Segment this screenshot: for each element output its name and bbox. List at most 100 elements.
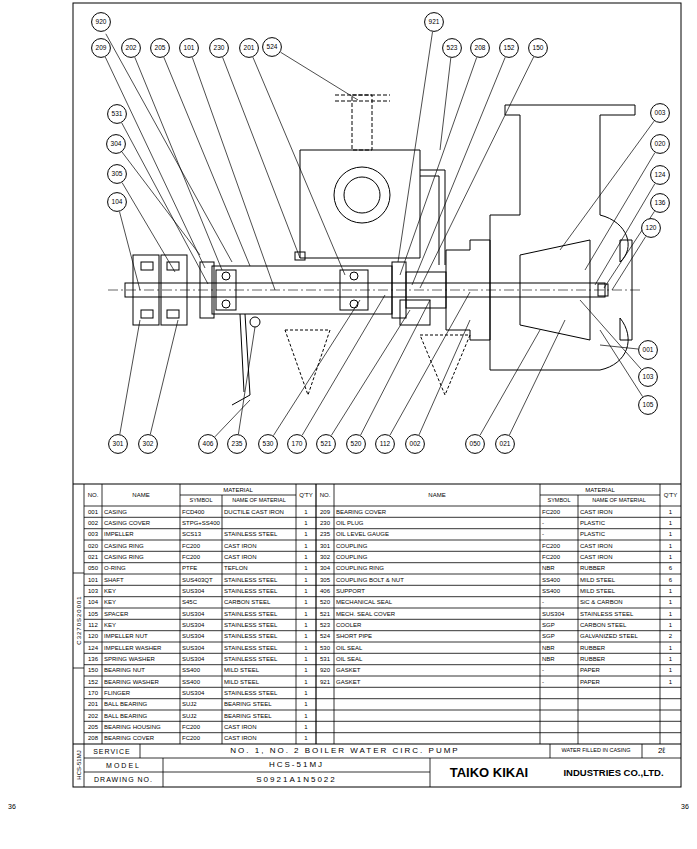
- callout-outline: [651, 194, 670, 213]
- table-cell: 003: [84, 529, 102, 540]
- table-cell: 209: [320, 509, 330, 515]
- pump-section: [232, 314, 250, 405]
- table-cell: MILD STEEL: [580, 588, 615, 594]
- table-cell: FLINGER: [102, 687, 180, 698]
- table-cell: STAINLESS STEEL: [224, 577, 277, 583]
- parts-table-grid: [163, 758, 164, 787]
- table-cell: 921: [316, 676, 334, 687]
- table-cell: 304: [316, 563, 334, 574]
- table-header: NAME OF MATERIAL: [232, 498, 286, 504]
- callout-circle: 003: [650, 103, 670, 123]
- leader-lines: [419, 320, 470, 435]
- table-cell: 1: [669, 667, 672, 673]
- table-header: SYMBOL: [180, 495, 222, 506]
- table-cell: PLASTIC: [578, 529, 660, 540]
- table-cell: SS400: [540, 574, 578, 585]
- pump-section: [141, 310, 153, 318]
- table-cell: 208: [84, 733, 102, 744]
- callout-number: 230: [214, 45, 225, 52]
- table-cell: PAPER: [580, 667, 600, 673]
- company-name: INDUSTRIES CO.,LTD.: [546, 758, 681, 787]
- leader-lines: [273, 300, 360, 436]
- callout-outline: [496, 435, 515, 454]
- callout-outline: [122, 39, 141, 58]
- table-cell: COUPLING BOLT & NUT: [336, 577, 404, 583]
- callout-number: 120: [646, 225, 657, 232]
- table-cell: SS400: [182, 667, 200, 673]
- table-cell: TEFLON: [222, 563, 296, 574]
- table-cell: STAINLESS STEEL: [222, 619, 296, 630]
- table-cell: 1: [669, 531, 672, 537]
- leader-lines: [400, 57, 477, 275]
- pump-section: [108, 95, 642, 405]
- table-cell: SHAFT: [104, 577, 124, 583]
- callout-outline: [347, 435, 366, 454]
- leader-lines: [390, 292, 470, 435]
- table-cell: STAINLESS STEEL: [224, 622, 277, 628]
- table-cell: CASING RING: [104, 554, 144, 560]
- callout-outline: [651, 104, 670, 123]
- parts-table-grid: [84, 517, 681, 518]
- table-cell: KEY: [102, 597, 180, 608]
- table-cell: CAST IRON: [578, 506, 660, 517]
- table-cell: BEARING STEEL: [222, 699, 296, 710]
- table-cell: BEARING NUT: [104, 667, 145, 673]
- table-cell: 001: [88, 509, 98, 515]
- sheet-frame: [73, 3, 681, 787]
- table-cell: SPRING WASHER: [102, 653, 180, 664]
- table-cell: IMPELLER WASHER: [102, 642, 180, 653]
- callout-outline: [108, 105, 127, 124]
- table-cell: IMPELLER: [102, 529, 180, 540]
- table-cell: -: [542, 667, 544, 673]
- callout-number: 104: [112, 199, 123, 206]
- revision-mark: C3270S20001: [76, 595, 82, 644]
- leader-lines: [122, 183, 175, 272]
- table-cell: 1: [669, 509, 672, 515]
- callout-number: 020: [655, 141, 666, 148]
- table-cell: 1: [304, 713, 307, 719]
- table-cell: GALVANIZED STEEL: [580, 633, 638, 639]
- title-block-cell: DRAWING NO.: [94, 776, 153, 783]
- callout-circle: 524: [262, 37, 282, 57]
- table-cell: SGP: [540, 631, 578, 642]
- title-block-cell: 2ℓ: [658, 747, 665, 755]
- table-cell: 530: [320, 645, 330, 651]
- table-cell: STAINLESS STEEL: [222, 642, 296, 653]
- table-cell: CASING COVER: [102, 517, 180, 528]
- callout-number: 003: [655, 110, 666, 117]
- table-cell: 001: [84, 506, 102, 517]
- table-cell: 6: [660, 574, 681, 585]
- table-cell: 406: [320, 588, 330, 594]
- table-cell: SUS304: [182, 588, 204, 594]
- table-cell: STAINLESS STEEL: [224, 633, 277, 639]
- callout-number: 208: [475, 45, 486, 52]
- callout-number: 152: [504, 45, 515, 52]
- table-cell: 1: [660, 517, 681, 528]
- table-cell: SUS304: [180, 631, 222, 642]
- table-cell: BEARING STEEL: [224, 713, 272, 719]
- parts-table-grid: [84, 772, 430, 773]
- table-cell: 1: [660, 597, 681, 608]
- table-cell: 120: [84, 631, 102, 642]
- table-cell: FC200: [182, 543, 200, 549]
- table-cell: 1: [660, 529, 681, 540]
- parts-table-grid: [140, 744, 141, 758]
- leader-lines: [398, 32, 433, 262]
- table-cell: 1: [304, 667, 307, 673]
- callout-number: 001: [643, 347, 654, 354]
- table-cell: 1: [304, 543, 307, 549]
- company-name: INDUSTRIES CO.,LTD.: [563, 768, 663, 778]
- table-cell: COUPLING: [334, 540, 540, 551]
- table-cell: 521: [316, 608, 334, 619]
- title-block-cell: NO. 1, NO. 2 BOILER WATER CIRC. PUMP: [230, 747, 459, 755]
- table-cell: SiC & CARBON: [578, 597, 660, 608]
- pump-section: [350, 272, 358, 280]
- table-cell: 1: [660, 540, 681, 551]
- table-cell: 152: [88, 679, 98, 685]
- callout-number: 523: [447, 45, 458, 52]
- callout-circle: 305: [107, 164, 127, 184]
- table-cell: CAST IRON: [222, 551, 296, 562]
- title-block-cell: HCS-51MJ: [269, 761, 324, 769]
- title-block-cell: WATER FILLED IN CASING: [561, 748, 630, 754]
